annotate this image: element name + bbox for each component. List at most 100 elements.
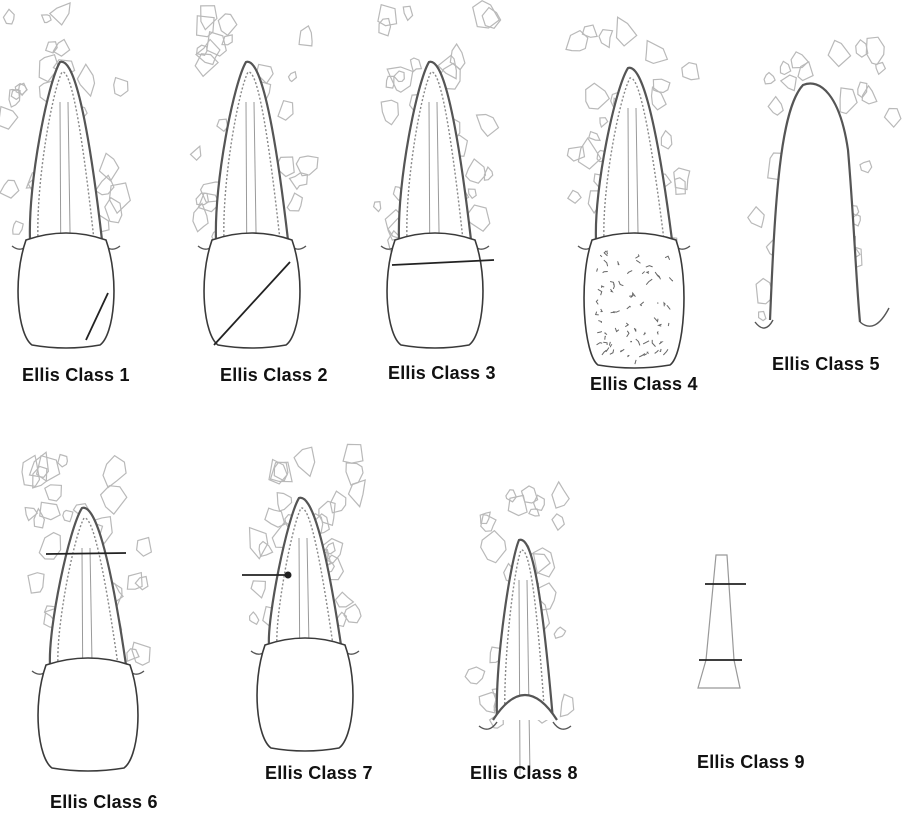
bone-trabecula: [42, 15, 52, 23]
crown-discoloration-mark: [607, 251, 608, 255]
tooth-ellis-class-4: [566, 17, 699, 368]
tooth-crown: [387, 233, 483, 348]
tooth-ellis-class-1: [0, 3, 130, 348]
bone-trabecula: [28, 573, 44, 593]
gingiva-right: [860, 308, 889, 326]
bone-trabecula: [661, 131, 671, 149]
bone-trabecula: [567, 147, 584, 162]
bone-trabecula: [560, 694, 573, 716]
bone-trabecula: [335, 592, 353, 607]
bone-trabecula: [132, 642, 150, 665]
label-ellis-class-7: Ellis Class 7: [265, 763, 373, 784]
deciduous-tooth: [698, 555, 740, 688]
bone-trabecula: [343, 444, 363, 463]
bone-trabecula: [25, 508, 37, 521]
bone-trabecula: [554, 627, 565, 638]
bone-trabecula: [45, 485, 62, 501]
bone-trabecula: [506, 490, 516, 502]
bone-trabecula: [586, 83, 610, 109]
bone-trabecula: [207, 32, 227, 56]
bone-trabecula: [473, 1, 500, 28]
bone-trabecula: [379, 19, 391, 36]
tooth-crown: [204, 233, 300, 348]
tooth-ellis-class-2: [191, 6, 319, 348]
bone-trabecula: [58, 455, 68, 467]
tooth-crown: [38, 658, 138, 771]
label-ellis-class-5: Ellis Class 5: [772, 354, 880, 375]
bone-trabecula: [259, 542, 273, 557]
bone-trabecula: [101, 486, 127, 514]
bone-trabecula: [137, 538, 152, 557]
tooth-crown: [257, 638, 353, 751]
bone-trabecula: [764, 73, 775, 84]
bone-trabecula: [381, 100, 398, 125]
bone-trabecula: [13, 221, 24, 234]
crown-discoloration-mark: [611, 312, 615, 313]
bone-trabecula: [552, 514, 564, 530]
bone-trabecula: [780, 61, 790, 74]
label-ellis-class-4: Ellis Class 4: [590, 374, 698, 395]
tooth-ellis-class-9: [698, 555, 746, 688]
bone-trabecula: [330, 491, 345, 513]
label-ellis-class-9: Ellis Class 9: [697, 752, 805, 773]
bone-trabecula: [682, 63, 699, 80]
bone-trabecula: [251, 581, 265, 598]
bone-trabecula: [278, 101, 293, 120]
bone-trabecula: [103, 456, 126, 488]
tooth-ellis-class-5: [748, 37, 901, 328]
bone-trabecula: [860, 161, 872, 173]
bone-trabecula: [552, 482, 569, 508]
bone-trabecula: [50, 3, 70, 25]
tooth-ellis-class-8: [465, 482, 574, 775]
tooth-root: [50, 508, 126, 665]
bone-trabecula: [791, 52, 808, 68]
bone-trabecula: [866, 37, 884, 64]
bone-trabecula: [63, 510, 73, 521]
bone-trabecula: [885, 109, 901, 128]
bone-trabecula: [477, 115, 499, 137]
tooth-ellis-class-7: [250, 444, 366, 751]
bone-trabecula: [599, 30, 613, 48]
bone-trabecula: [324, 543, 335, 554]
bone-trabecula: [828, 40, 850, 66]
bone-trabecula: [294, 447, 315, 476]
label-ellis-class-2: Ellis Class 2: [220, 365, 328, 386]
bone-trabecula: [403, 6, 412, 20]
bone-trabecula: [589, 132, 600, 141]
bone-trabecula: [468, 189, 476, 198]
bone-trabecula: [114, 78, 128, 97]
bone-trabecula: [646, 41, 668, 64]
bone-trabecula: [748, 207, 764, 228]
tooth-crown: [18, 233, 114, 348]
bone-trabecula: [289, 72, 297, 82]
bone-trabecula: [617, 17, 637, 46]
bone-trabecula: [0, 107, 18, 130]
bone-trabecula: [277, 493, 291, 511]
bone-trabecula: [675, 178, 686, 195]
bone-trabecula: [3, 9, 14, 24]
bone-trabecula: [287, 193, 302, 211]
bone-trabecula: [296, 156, 318, 176]
bone-trabecula: [522, 486, 538, 503]
bone-trabecula: [218, 14, 237, 35]
gingiva-right: [553, 722, 571, 729]
bone-trabecula: [105, 198, 122, 223]
bone-trabecula: [533, 548, 554, 577]
bone-trabecula: [96, 175, 114, 194]
bone-trabecula: [191, 146, 201, 160]
tooth-ellis-class-3: [374, 1, 501, 348]
bone-trabecula: [265, 508, 285, 527]
bone-trabecula: [465, 667, 485, 684]
bone-trabecula: [600, 118, 608, 127]
bone-trabecula: [781, 75, 797, 91]
tooth-crown: [584, 233, 684, 368]
bone-trabecula: [411, 58, 422, 72]
bone-trabecula: [759, 312, 766, 321]
gingiva-left: [755, 320, 773, 328]
bone-trabecula: [529, 509, 539, 516]
bone-trabecula: [534, 495, 545, 510]
bone-trabecula: [481, 531, 506, 563]
bone-trabecula: [0, 180, 19, 198]
